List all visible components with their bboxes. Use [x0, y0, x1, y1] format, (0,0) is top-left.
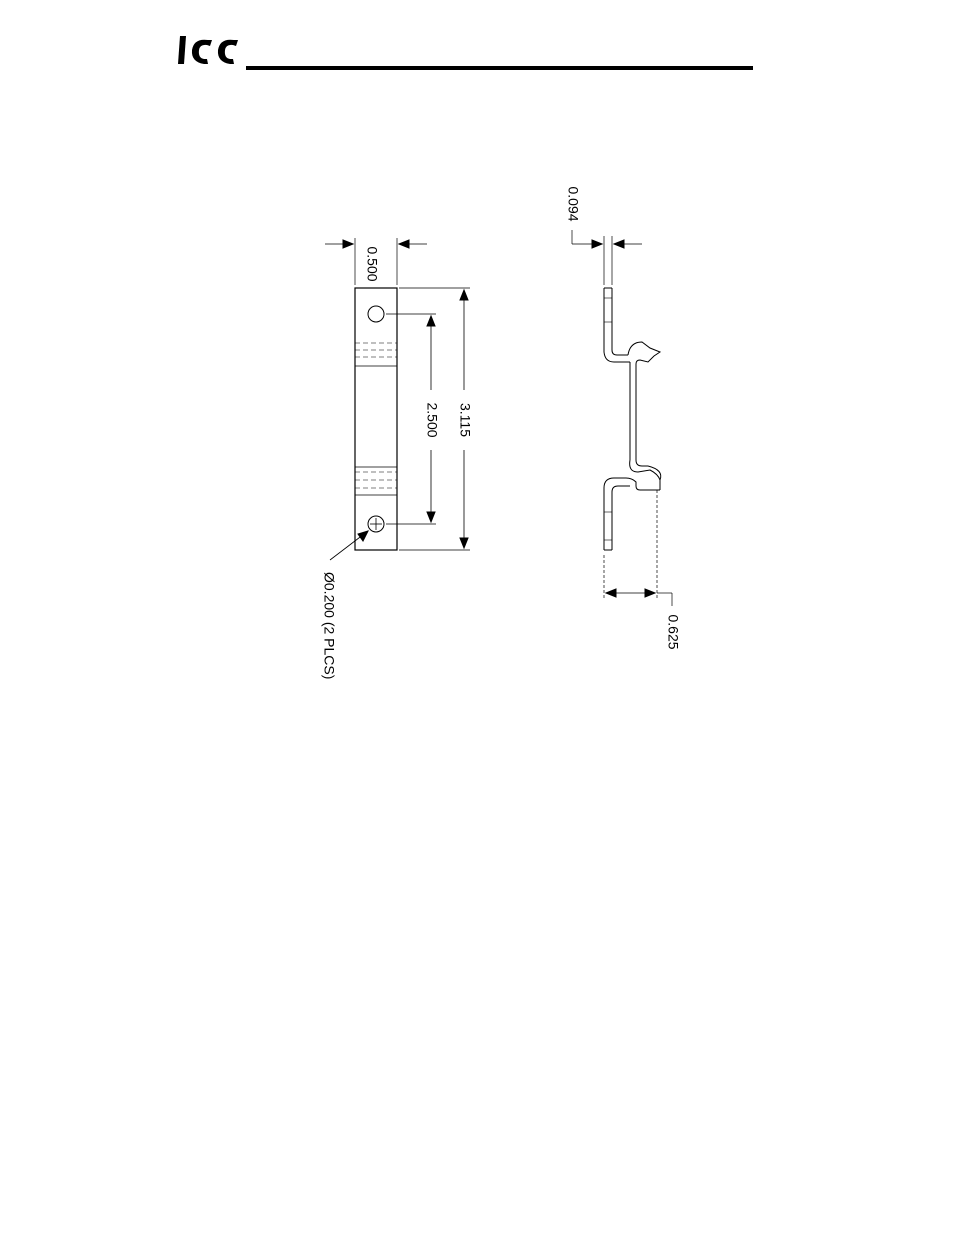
upper-hole — [368, 306, 384, 322]
hole-spacing-dimension-label: 2.500 — [424, 402, 440, 437]
front-view — [325, 238, 470, 560]
thickness-dimension-label: 0.094 — [565, 186, 581, 221]
width-dimension-label: 0.500 — [364, 246, 380, 281]
side-view — [572, 230, 672, 606]
hole-callout-label: Ø0.200 (2 PLCS) — [321, 572, 337, 679]
overall-length-dimension-label: 3.115 — [457, 403, 473, 437]
offset-dimension-label: 0.625 — [665, 614, 681, 649]
